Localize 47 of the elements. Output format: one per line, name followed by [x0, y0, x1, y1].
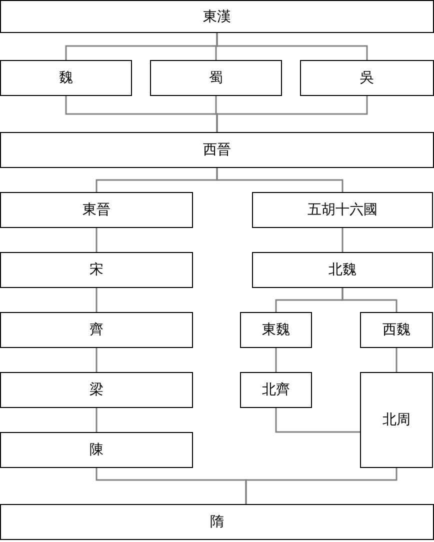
dynasty-name: 五胡十六國	[308, 201, 378, 219]
dynasty-name: 魏	[59, 69, 73, 87]
dynasty-box	[360, 312, 433, 348]
dynasty-box	[150, 60, 282, 96]
dynasty-box	[252, 252, 433, 288]
dynasty-name: 北齊	[262, 381, 290, 399]
connector-line	[96, 408, 98, 432]
dynasty-box	[240, 312, 312, 348]
dynasty-name: 西晉	[203, 141, 231, 159]
dynasty-box	[0, 252, 193, 288]
dynasty-name: 東晉	[82, 201, 110, 219]
connector-line	[396, 348, 398, 372]
dynasty-name: 北魏	[328, 261, 356, 279]
dynasty-name: 東魏	[262, 321, 290, 339]
connector-line	[342, 288, 398, 312]
connector-line	[96, 228, 98, 252]
dynasty-box	[240, 372, 312, 408]
dynasty-name: 吳	[360, 69, 374, 87]
connector-line	[216, 96, 368, 132]
dynasty-box	[0, 312, 193, 348]
connector-line	[96, 348, 98, 372]
dynasty-name: 梁	[90, 381, 104, 399]
dynasty-box	[252, 192, 433, 228]
dynasty-name: 西魏	[382, 321, 410, 339]
dynasty-box	[0, 60, 132, 96]
dynasty-name: 宋	[90, 261, 104, 279]
connector-line	[275, 408, 360, 433]
connector-line	[216, 33, 368, 60]
dynasty-box	[0, 0, 434, 33]
dynasty-box	[300, 60, 434, 96]
dynasty-name: 齊	[90, 321, 104, 339]
connector-line	[216, 168, 344, 192]
dynasty-box	[0, 132, 434, 168]
dynasty-name: 蜀	[209, 69, 223, 87]
connector-line	[96, 288, 98, 312]
connector-line	[245, 468, 398, 504]
dynasty-name: 北周	[382, 411, 410, 429]
dynasty-box	[0, 372, 193, 408]
dynasty-name: 陳	[90, 441, 104, 459]
connector-line	[342, 228, 344, 252]
dynasty-box	[0, 432, 193, 468]
dynasty-name: 隋	[210, 513, 224, 531]
dynasty-box	[0, 192, 193, 228]
connector-line	[275, 348, 277, 372]
dynasty-box	[0, 504, 434, 540]
dynasty-box	[360, 372, 433, 468]
dynasty-name: 東漢	[203, 8, 231, 26]
